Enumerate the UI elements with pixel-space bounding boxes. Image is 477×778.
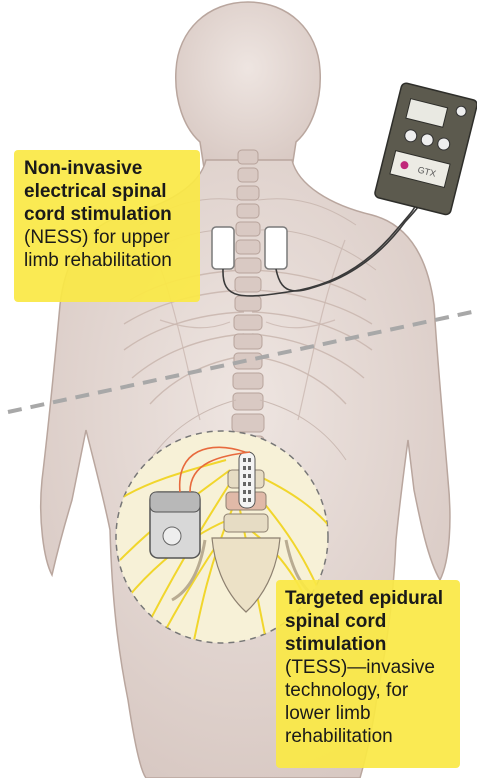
electrode-pad-right (265, 227, 287, 269)
ness-callout-body: (NESS) for upper limb rehabilitation (24, 226, 190, 272)
spinal-column (232, 150, 264, 454)
ness-callout: Non-invasive electrical spinal cord stim… (14, 150, 200, 302)
tess-callout: Targeted epidural spinal cord stimulatio… (276, 580, 460, 768)
electrode-pad-left (212, 227, 234, 269)
epidural-electrode-paddle (239, 452, 255, 508)
implanted-pulse-generator (150, 492, 200, 558)
tess-callout-title: Targeted epidural spinal cord stimulatio… (285, 587, 451, 656)
ness-callout-title: Non-invasive electrical spinal cord stim… (24, 157, 190, 226)
stimulator-device: GTX (374, 82, 477, 215)
head (176, 2, 321, 168)
tess-callout-body: (TESS)—invasive technology, for lower li… (285, 656, 451, 748)
